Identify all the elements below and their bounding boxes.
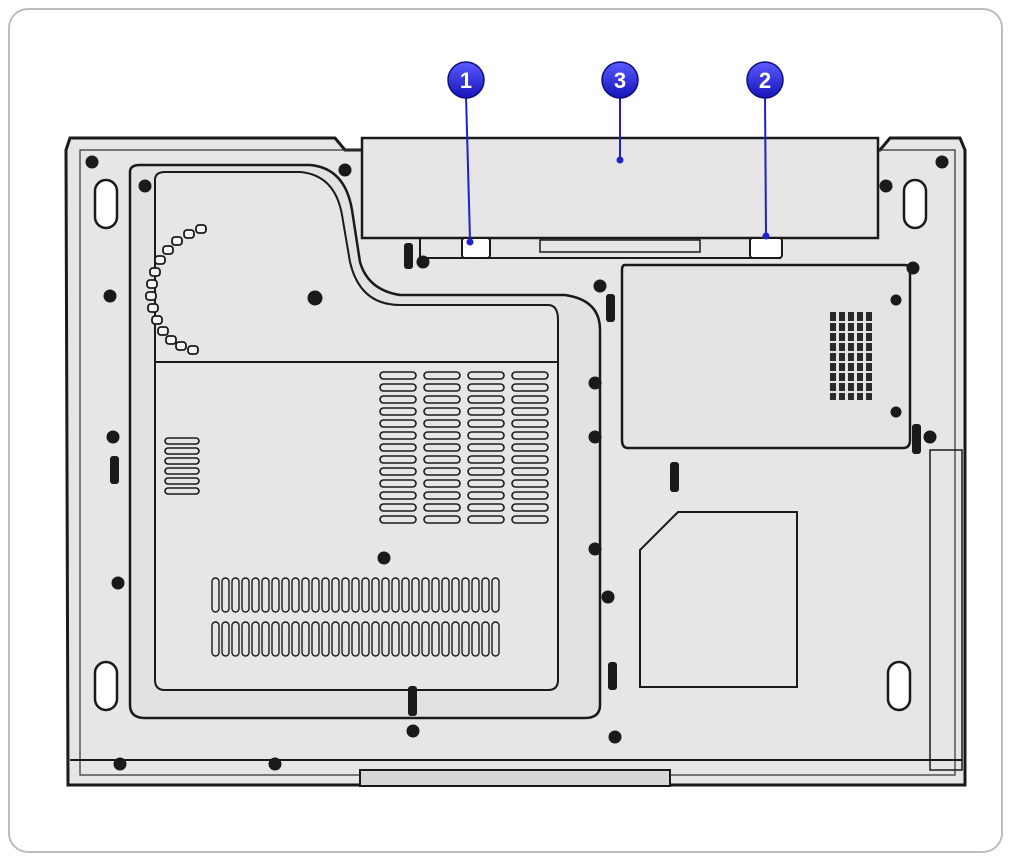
memory-cover bbox=[620, 263, 912, 450]
screws bbox=[85, 155, 949, 771]
leader-2 bbox=[764, 94, 767, 237]
vent-grille-small bbox=[164, 437, 200, 495]
vent-grille-upper bbox=[379, 371, 549, 524]
callout-3: 3 bbox=[601, 61, 639, 99]
leader-1 bbox=[465, 94, 471, 241]
leader-1-dot bbox=[466, 238, 474, 246]
callout-2: 2 bbox=[746, 61, 784, 99]
battery-pack-body bbox=[360, 136, 880, 259]
hdd-cover bbox=[639, 511, 798, 688]
callout-1-label: 1 bbox=[460, 68, 472, 93]
fan-vent bbox=[145, 224, 207, 355]
callout-3-label: 3 bbox=[614, 68, 626, 93]
rubber-feet bbox=[93, 178, 928, 712]
clips bbox=[110, 243, 921, 716]
callout-2-label: 2 bbox=[759, 68, 771, 93]
vent-grille-lower bbox=[211, 577, 500, 613]
leader-3-dot bbox=[616, 156, 624, 164]
callout-leaders bbox=[465, 94, 767, 241]
leader-2-dot bbox=[762, 232, 770, 240]
callout-1: 1 bbox=[447, 61, 485, 99]
